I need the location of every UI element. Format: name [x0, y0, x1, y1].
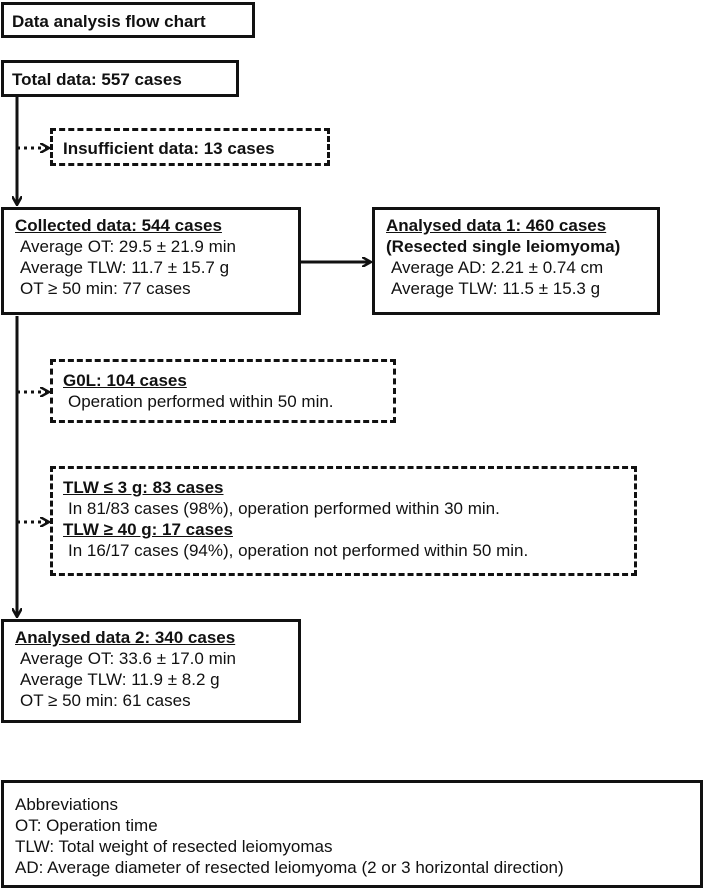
analysed2-line-tlw: Average TLW: 11.9 ± 8.2 g	[20, 670, 220, 689]
tlw-heading-low: TLW ≤ 3 g: 83 cases	[63, 478, 224, 497]
abbreviation-tlw: TLW: Total weight of resected leiomyomas	[15, 837, 333, 856]
tlw-line-low: In 81/83 cases (98%), operation performe…	[68, 499, 500, 518]
tlw-line-high: In 16/17 cases (94%), operation not perf…	[68, 541, 529, 560]
analysed1-line-tlw: Average TLW: 11.5 ± 15.3 g	[391, 279, 601, 298]
collected-line-ot50: OT ≥ 50 min: 77 cases	[20, 279, 191, 298]
g0l-line: Operation performed within 50 min.	[68, 392, 334, 411]
g0l-heading: G0L: 104 cases	[63, 371, 187, 390]
analysed2-heading: Analysed data 2: 340 cases	[15, 628, 236, 647]
collected-heading: Collected data: 544 cases	[15, 216, 222, 235]
total-data-box: Total data: 557 cases	[1, 60, 239, 97]
analysed-data2-box: Analysed data 2: 340 cases Average OT: 3…	[1, 619, 301, 723]
tlw-heading-high: TLW ≥ 40 g: 17 cases	[63, 520, 233, 539]
total-data-label: Total data: 557 cases	[12, 70, 182, 89]
abbreviations-heading: Abbreviations	[15, 795, 119, 814]
collected-line-ot: Average OT: 29.5 ± 21.9 min	[20, 237, 236, 256]
analysed1-heading: Analysed data 1: 460 cases	[386, 216, 607, 235]
flowchart-title-box: Data analysis flow chart	[1, 2, 255, 38]
flowchart-title: Data analysis flow chart	[12, 12, 206, 31]
abbreviation-ad: AD: Average diameter of resected leiomyo…	[15, 858, 564, 877]
analysed1-subheading: (Resected single leiomyoma)	[386, 237, 621, 256]
analysed2-line-ot50: OT ≥ 50 min: 61 cases	[20, 691, 191, 710]
analysed-data1-box: Analysed data 1: 460 cases (Resected sin…	[372, 207, 660, 315]
collected-data-box: Collected data: 544 cases Average OT: 29…	[1, 207, 301, 315]
collected-line-tlw: Average TLW: 11.7 ± 15.7 g	[20, 258, 230, 277]
tlw-box: TLW ≤ 3 g: 83 cases In 81/83 cases (98%)…	[50, 466, 637, 576]
analysed2-line-ot: Average OT: 33.6 ± 17.0 min	[20, 649, 236, 668]
analysed1-line-ad: Average AD: 2.21 ± 0.74 cm	[391, 258, 604, 277]
abbreviations-box: Abbreviations OT: Operation time TLW: To…	[1, 780, 703, 888]
abbreviation-ot: OT: Operation time	[15, 816, 158, 835]
insufficient-data-label: Insufficient data: 13 cases	[63, 139, 275, 158]
g0l-box: G0L: 104 cases Operation performed withi…	[50, 359, 396, 423]
insufficient-data-box: Insufficient data: 13 cases	[50, 128, 330, 166]
